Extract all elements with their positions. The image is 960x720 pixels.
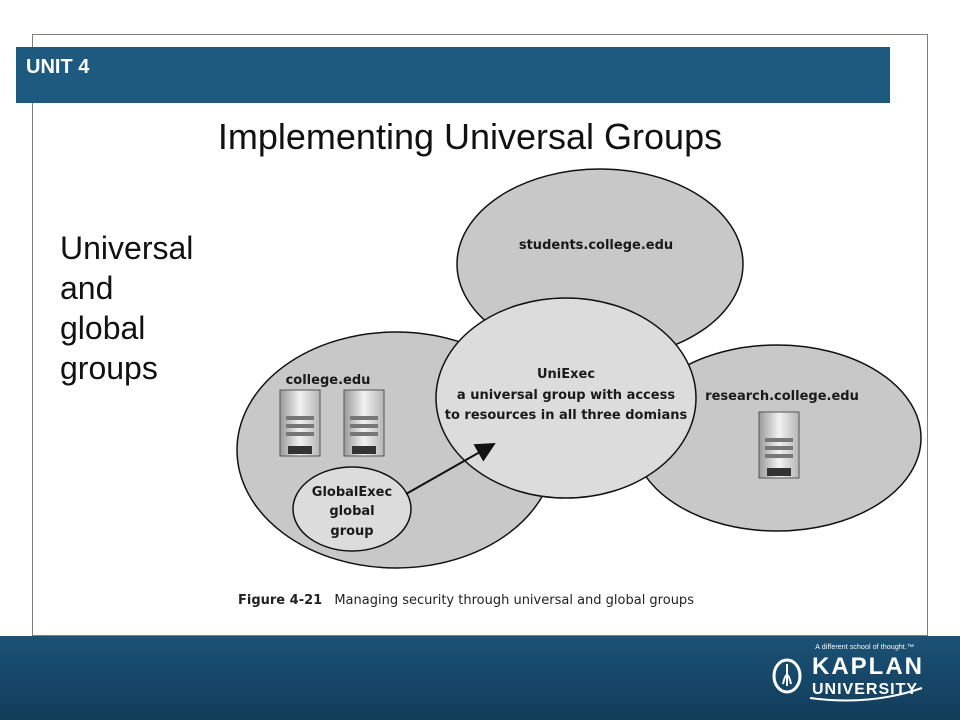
membership-arrow: [405, 443, 496, 495]
students-domain-label: students.college.edu: [519, 238, 673, 253]
uniexec-label: UniExec: [537, 367, 595, 382]
bullet-line: and: [60, 270, 114, 306]
server-icon: [758, 411, 800, 479]
kaplan-wordmark: KAPLAN: [812, 653, 924, 680]
universal-groups-diagram: students.college.edu college.edu researc…: [236, 168, 922, 569]
bullet-line: Universal: [60, 230, 194, 266]
slide-frame: [32, 34, 928, 636]
server-icon: [279, 389, 321, 457]
globalexec-description: global: [329, 504, 374, 519]
slide-title: Implementing Universal Groups: [217, 116, 723, 157]
uniexec-description: a universal group with access: [457, 388, 675, 403]
globalexec-description: group: [330, 524, 373, 539]
research-domain-label: research.college.edu: [705, 389, 859, 404]
unit-header-bar: [16, 47, 890, 103]
bullet-line: global: [60, 310, 146, 346]
college-domain-label: college.edu: [286, 373, 371, 388]
kaplan-logo: KAPLAN UNIVERSITY: [772, 653, 924, 702]
figure-caption: Figure 4-21 Managing security through un…: [238, 593, 694, 608]
bullet-text: Universal and global groups: [60, 228, 193, 388]
figure-caption-text: Managing security through universal and …: [334, 593, 694, 608]
university-wordmark: UNIVERSITY: [812, 681, 918, 698]
kaplan-seal-icon: [772, 658, 802, 694]
bullet-line: groups: [60, 350, 158, 386]
unit-label: UNIT 4: [26, 56, 90, 78]
server-icon: [343, 389, 385, 457]
logo-swoosh: [809, 687, 923, 702]
figure-number: Figure 4-21: [238, 593, 323, 608]
tagline: A different school of thought.™: [815, 644, 914, 651]
globalexec-label: GlobalExec: [312, 485, 392, 500]
uniexec-circle: [435, 297, 697, 499]
uniexec-description: to resources in all three domians: [445, 408, 688, 423]
flame-icon: [782, 664, 792, 686]
globalexec-circle: [292, 466, 412, 552]
